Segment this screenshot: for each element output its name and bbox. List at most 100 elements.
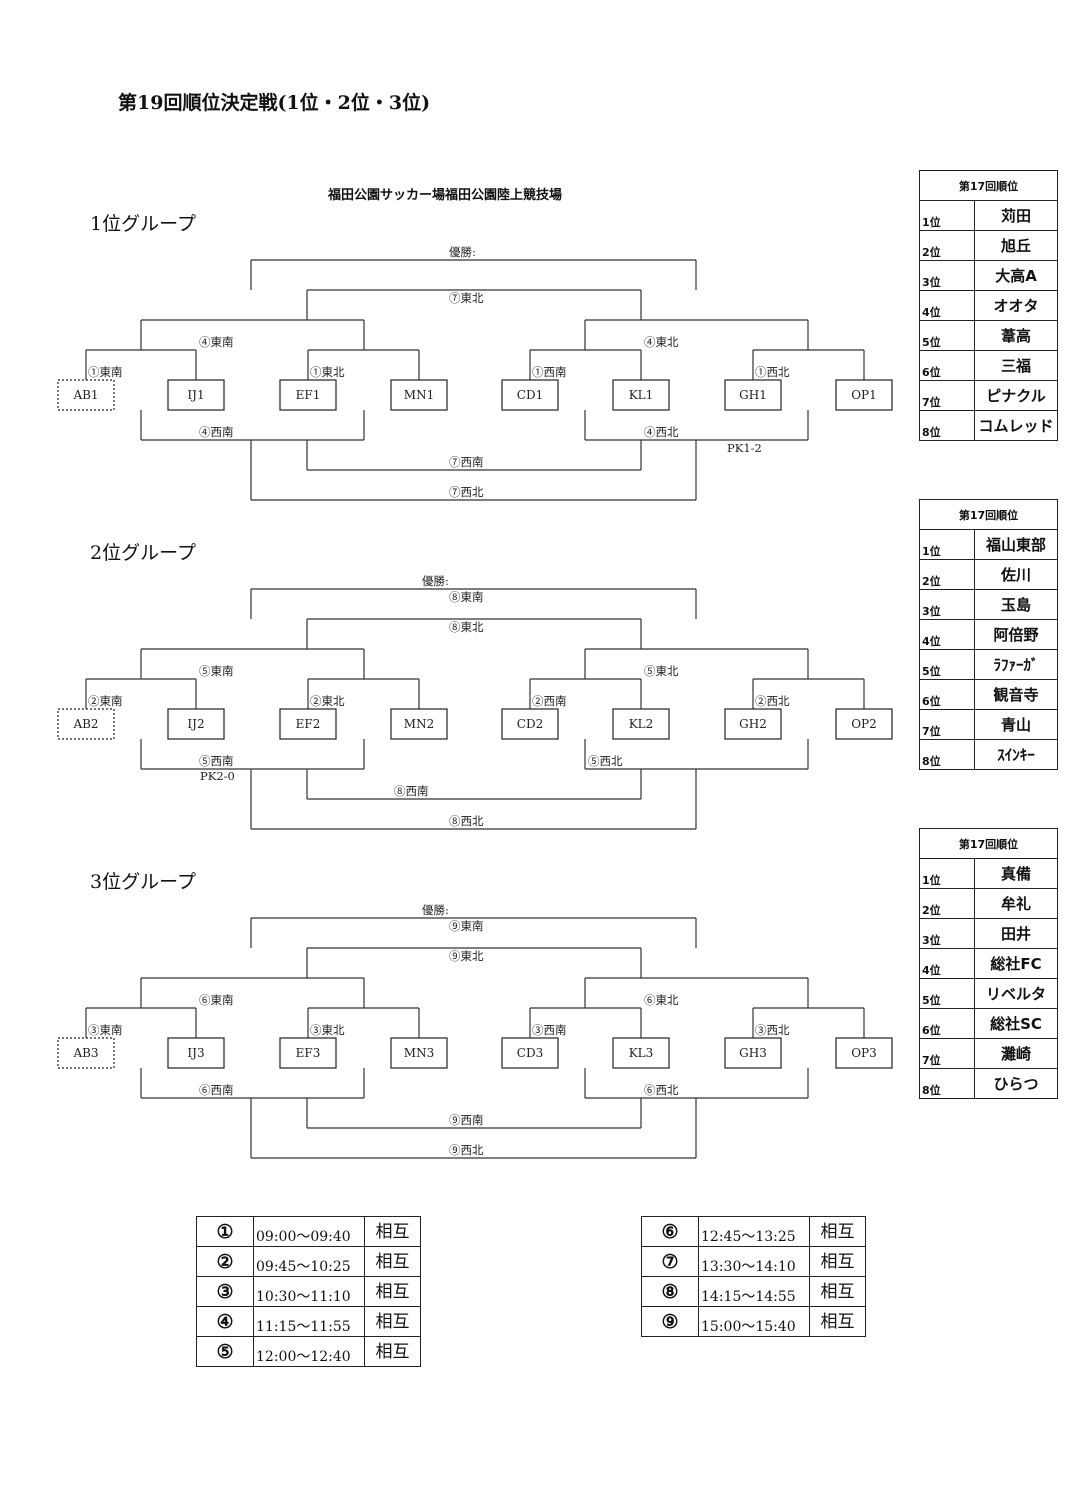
r2-bottom-label: ④西南 — [199, 425, 234, 439]
team-box — [390, 1037, 448, 1069]
champion-label: 優勝: — [422, 574, 449, 588]
ranking-row: 2位佐川 — [919, 559, 1058, 590]
ranking-row: 6位総社SC — [919, 1008, 1058, 1039]
bottom-outer-label: ⑨西北 — [449, 1143, 484, 1157]
match-number: ① — [196, 1216, 254, 1247]
team-box — [167, 708, 225, 740]
match-number: ② — [196, 1246, 254, 1277]
ranking-position: 6位 — [919, 679, 975, 710]
team-box — [835, 379, 893, 411]
team-label: MN1 — [404, 388, 434, 402]
r1-label: ③東南 — [88, 1023, 123, 1037]
ranking-position: 1位 — [919, 858, 975, 889]
ranking-position: 7位 — [919, 709, 975, 740]
team-box — [167, 1037, 225, 1069]
team-label: EF1 — [296, 388, 321, 402]
team-box — [724, 379, 782, 411]
ranking-row: 7位青山 — [919, 709, 1058, 740]
match-time: 09:45～10:25 — [253, 1246, 365, 1277]
ranking-position: 2位 — [919, 559, 975, 590]
ranking-position: 8位 — [919, 410, 975, 441]
ranking-row: 3位玉島 — [919, 589, 1058, 620]
team-label: CD3 — [517, 1046, 543, 1060]
team-box — [279, 708, 337, 740]
bottom-outer-label: ⑦西北 — [449, 485, 484, 499]
match-number: ⑨ — [641, 1306, 699, 1337]
r1-label: ②西南 — [532, 694, 567, 708]
ranking-position: 8位 — [919, 739, 975, 770]
match-type: 相互 — [364, 1216, 421, 1247]
ranking-position: 7位 — [919, 1038, 975, 1069]
bottom-inner-label: ⑦西南 — [449, 455, 484, 469]
ranking-position: 2位 — [919, 230, 975, 261]
match-time: 15:00～15:40 — [698, 1306, 810, 1337]
match-time: 12:45～13:25 — [698, 1216, 810, 1247]
team-box — [501, 1037, 559, 1069]
team-label: KL3 — [629, 1046, 654, 1060]
r1-label: ①東北 — [310, 365, 345, 379]
r1-label: ③東北 — [310, 1023, 345, 1037]
ranking-header: 第17回順位 — [919, 499, 1058, 530]
team-box — [724, 708, 782, 740]
match-time: 10:30～11:10 — [253, 1276, 365, 1307]
champion-match-label: ⑧東南 — [449, 590, 484, 604]
ranking-row: 8位ｽｲﾝｷｰ — [919, 739, 1058, 770]
r2-top-label: ⑥東南 — [199, 993, 234, 1007]
final-top-label: ⑧東北 — [449, 620, 484, 634]
team-box — [612, 1037, 670, 1069]
venue-label: 福田公園サッカー場福田公園陸上競技場 — [327, 188, 562, 203]
match-number: ⑧ — [641, 1276, 699, 1307]
team-box — [501, 379, 559, 411]
match-time: 09:00～09:40 — [253, 1216, 365, 1247]
r2-top-label: ⑤東南 — [199, 664, 234, 678]
ranking-team: ﾗﾌｧｰｶﾞ — [974, 649, 1058, 680]
ranking-team: 牟礼 — [974, 888, 1058, 919]
team-label: MN2 — [404, 717, 434, 731]
match-time: 14:15～14:55 — [698, 1276, 810, 1307]
team-box — [57, 708, 115, 740]
champion-label: 優勝: — [422, 903, 449, 917]
team-box — [167, 379, 225, 411]
ranking-team: ｽｲﾝｷｰ — [974, 739, 1058, 770]
ranking-row: 7位灘崎 — [919, 1038, 1058, 1069]
team-box — [279, 1037, 337, 1069]
ranking-row: 1位苅田 — [919, 200, 1058, 231]
ranking-position: 5位 — [919, 320, 975, 351]
r1-label: ②西北 — [755, 694, 790, 708]
match-type: 相互 — [809, 1306, 866, 1337]
ranking-row: 2位牟礼 — [919, 888, 1058, 919]
team-label: GH3 — [739, 1046, 767, 1060]
r2-bottom-label: ⑤西北 — [588, 754, 623, 768]
ranking-row: 7位ピナクル — [919, 380, 1058, 411]
ranking-team: 総社FC — [974, 948, 1058, 979]
team-box — [57, 1037, 115, 1069]
team-label: GH1 — [739, 388, 767, 402]
team-label: GH2 — [739, 717, 767, 731]
ranking-position: 1位 — [919, 200, 975, 231]
r2-top-label: ④東北 — [644, 335, 679, 349]
ranking-position: 6位 — [919, 1008, 975, 1039]
match-type: 相互 — [809, 1246, 866, 1277]
ranking-row: 6位観音寺 — [919, 679, 1058, 710]
ranking-position: 4位 — [919, 619, 975, 650]
ranking-team: 真備 — [974, 858, 1058, 889]
match-type: 相互 — [809, 1276, 866, 1307]
team-label: AB1 — [72, 388, 98, 402]
ranking-row: 6位三福 — [919, 350, 1058, 381]
ranking-row: 2位旭丘 — [919, 230, 1058, 261]
match-type: 相互 — [364, 1246, 421, 1277]
pk-note: PK2-0 — [200, 769, 235, 783]
group-label-1: 1位グループ — [90, 213, 196, 235]
ranking-team: 青山 — [974, 709, 1058, 740]
match-type: 相互 — [364, 1336, 421, 1367]
